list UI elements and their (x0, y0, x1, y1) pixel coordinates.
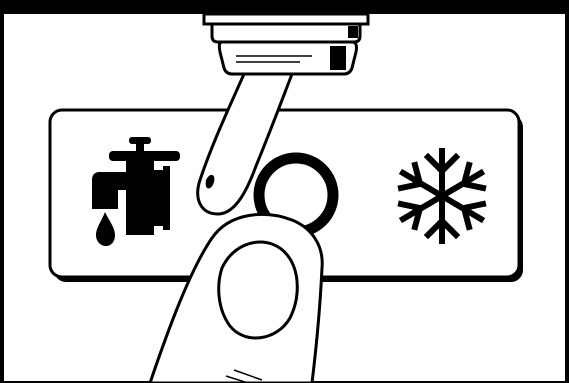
dispenser-nozzle (204, 14, 368, 74)
